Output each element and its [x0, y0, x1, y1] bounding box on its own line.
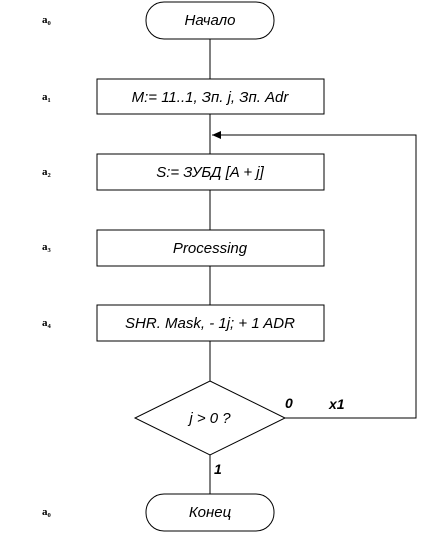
process-text-4: SHR. Mask, - 1j; + 1 ADR — [125, 315, 295, 332]
state-label-a2: a₂ — [42, 166, 52, 178]
loop-back-line — [212, 134, 417, 419]
state-label-a0-end: a₀ — [42, 506, 52, 518]
process-box-4 — [96, 304, 325, 342]
end-text: Конец — [189, 504, 232, 521]
start-terminator — [145, 1, 275, 40]
edge-label-no: 0 — [285, 395, 293, 411]
process-box-3 — [96, 229, 325, 267]
loop-arrowhead — [212, 131, 221, 139]
state-label-a4: a₄ — [42, 317, 52, 329]
start-text: Начало — [185, 12, 236, 29]
state-label-a3: a₃ — [42, 241, 52, 253]
edge-label-yes: 1 — [214, 461, 222, 477]
decision-diamond — [133, 380, 287, 456]
process-box-2 — [96, 153, 325, 191]
state-label-a0-start: a₀ — [42, 14, 52, 26]
edge-label-condition: x1 — [328, 396, 345, 412]
process-text-2: S:= ЗУБД [A + j] — [156, 164, 264, 181]
process-text-1: M:= 11..1, Зп. j, Зп. Adr — [132, 89, 290, 106]
process-text-3: Processing — [173, 240, 248, 257]
end-terminator — [145, 493, 275, 532]
state-label-a1: a₁ — [42, 91, 51, 103]
process-box-1 — [96, 78, 325, 115]
decision-text: j > 0 ? — [187, 410, 231, 427]
